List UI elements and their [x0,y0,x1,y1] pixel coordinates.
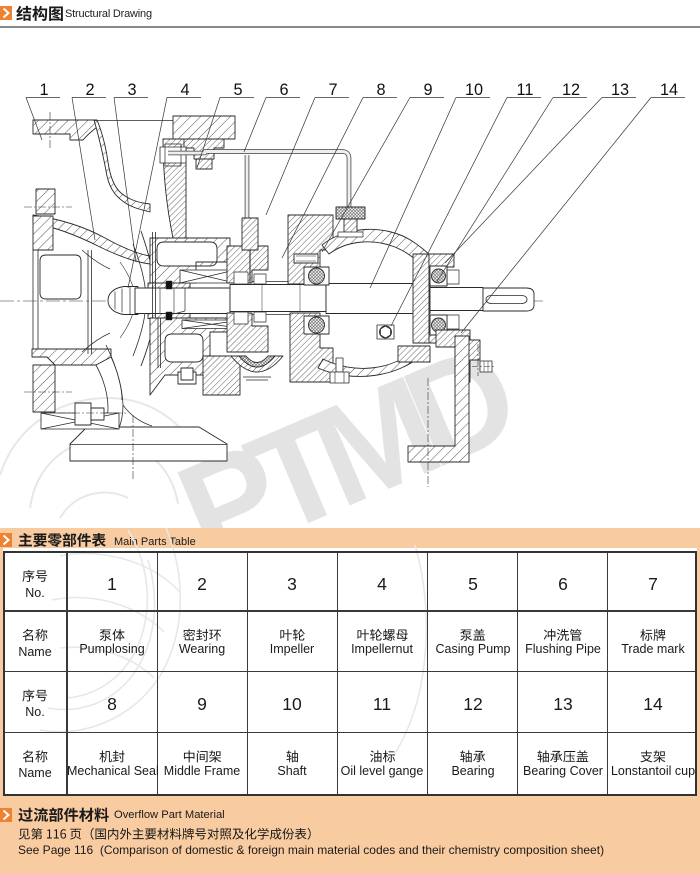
svg-text:11: 11 [517,81,534,99]
svg-text:6: 6 [279,81,288,99]
svg-text:9: 9 [423,81,432,99]
svg-text:14: 14 [660,81,678,99]
svg-text:8: 8 [376,81,385,99]
svg-text:10: 10 [465,81,483,99]
svg-text:3: 3 [127,81,136,99]
svg-text:4: 4 [180,81,189,99]
svg-text:1: 1 [39,81,48,99]
svg-text:12: 12 [562,81,580,99]
svg-text:13: 13 [611,81,629,99]
svg-text:7: 7 [328,81,337,99]
svg-text:2: 2 [85,81,94,99]
svg-text:5: 5 [233,81,242,99]
